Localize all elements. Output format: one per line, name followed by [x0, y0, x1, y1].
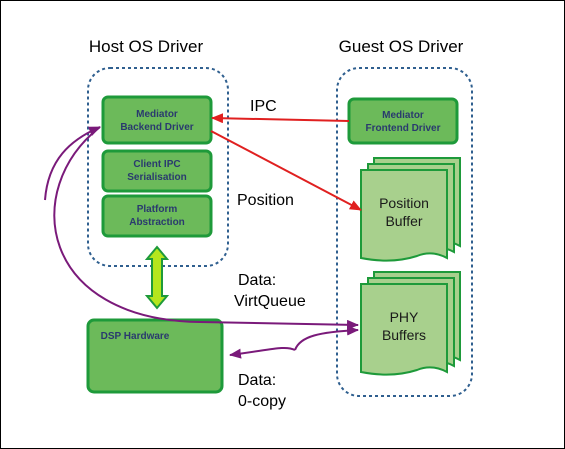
- position-buffer-line2: Buffer: [385, 213, 422, 229]
- phy-buffers-line2: Buffers: [382, 327, 426, 343]
- virtqueue-curve: [53, 126, 359, 330]
- phy-buffers-stack: PHY Buffers: [360, 271, 461, 376]
- client-ipc-line1: Client IPC: [133, 159, 180, 170]
- virtqueue-label-line1: Data:: [238, 272, 276, 289]
- host-dsp-link-arrow: [144, 245, 170, 310]
- virtqueue-curve-head: [44, 126, 101, 201]
- client-ipc-line2: Serialisation: [127, 172, 186, 183]
- host-os-heading: Host OS Driver: [89, 37, 204, 56]
- frontend-line2: Frontend Driver: [365, 123, 440, 134]
- dsp-hardware-box: DSP Hardware: [86, 318, 224, 394]
- platform-line1: Platform: [137, 204, 178, 215]
- zero-copy-curve-left: [229, 346, 296, 359]
- platform-line2: Abstraction: [129, 217, 185, 228]
- position-arrow: [210, 130, 362, 211]
- zero-copy-label-line2: 0-copy: [238, 393, 286, 410]
- backend-line1: Mediator: [136, 109, 178, 120]
- zero-copy-label-line1: Data:: [238, 372, 276, 389]
- guest-os-heading: Guest OS Driver: [339, 37, 464, 56]
- position-label: Position: [237, 192, 294, 209]
- ipc-arrow: [211, 113, 350, 124]
- frontend-line1: Mediator: [382, 110, 424, 121]
- mediator-frontend-driver-box: Mediator Frontend Driver: [347, 97, 459, 145]
- dsp-hardware-label: DSP Hardware: [101, 331, 170, 342]
- mediator-backend-driver-box: Mediator Backend Driver: [101, 95, 213, 145]
- ipc-label: IPC: [250, 98, 277, 115]
- zero-copy-curve-right: [294, 325, 359, 351]
- phy-buffers-line1: PHY: [390, 309, 419, 325]
- position-buffer-stack: Position Buffer: [360, 157, 461, 262]
- platform-abstraction-box: Platform Abstraction: [101, 194, 213, 238]
- position-buffer-line1: Position: [379, 195, 429, 211]
- virtqueue-label-line2: VirtQueue: [234, 293, 306, 310]
- client-ipc-serialisation-box: Client IPC Serialisation: [101, 149, 213, 193]
- backend-line2: Backend Driver: [120, 122, 193, 133]
